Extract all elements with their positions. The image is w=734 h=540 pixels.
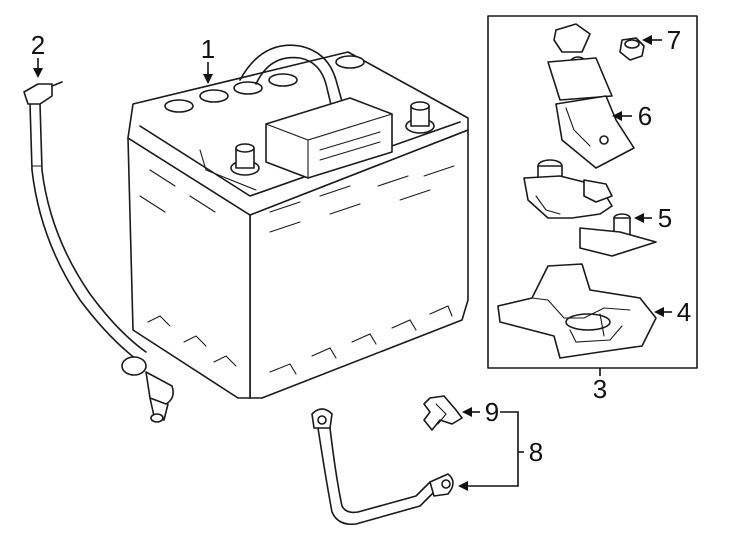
callout-7: 7 (667, 25, 681, 55)
callout-4: 4 (677, 297, 691, 327)
callout-3: 3 (593, 374, 607, 404)
callout-1: 1 (201, 34, 215, 64)
tray-base (497, 263, 657, 359)
callout-9: 9 (485, 397, 499, 427)
cable-clip (423, 395, 463, 431)
kit-box (487, 15, 698, 369)
leaders (33, 35, 672, 491)
callout-5: 5 (658, 203, 672, 233)
battery (127, 44, 469, 399)
callout-2: 2 (31, 30, 45, 60)
callout-8: 8 (529, 437, 543, 467)
terminal-clamp (523, 159, 657, 257)
nut (619, 37, 645, 61)
ground-cable (311, 408, 454, 526)
hold-down-bracket (547, 23, 635, 169)
callout-6: 6 (638, 101, 652, 131)
positive-cable (23, 81, 174, 423)
